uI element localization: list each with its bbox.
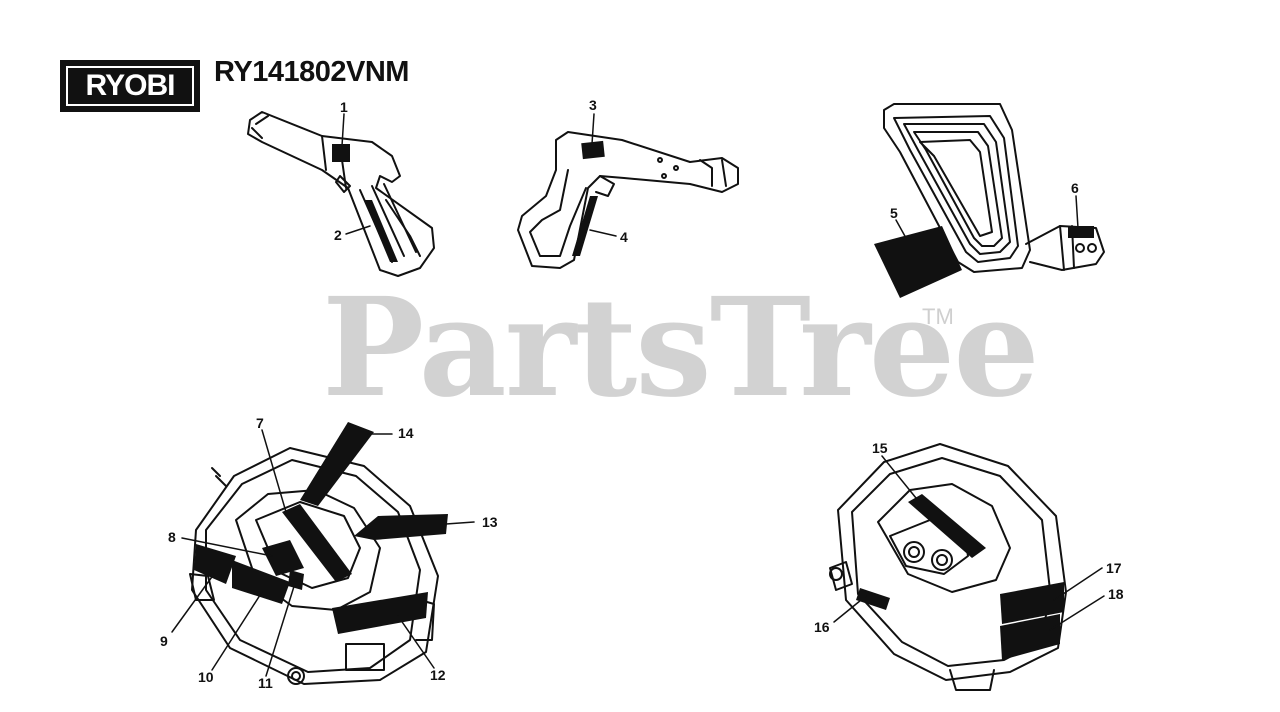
callout-12: 12 xyxy=(430,667,446,683)
label-2 xyxy=(364,200,398,262)
label-13 xyxy=(354,514,448,540)
watermark: PartsTree xyxy=(322,268,1040,428)
callout-7: 7 xyxy=(256,415,264,431)
label-8 xyxy=(262,540,304,576)
callout-1: 1 xyxy=(340,99,348,115)
label-14 xyxy=(300,422,374,506)
label-17 xyxy=(1000,582,1064,624)
watermark-trademark: TM xyxy=(922,304,954,329)
callout-10: 10 xyxy=(198,669,214,685)
label-10 xyxy=(232,560,290,604)
callout-3: 3 xyxy=(589,97,597,113)
callout-16: 16 xyxy=(814,619,830,635)
pressure-washer-front xyxy=(189,447,439,685)
callout-11: 11 xyxy=(258,675,273,691)
callout-8: 8 xyxy=(168,529,176,545)
callout-17: 17 xyxy=(1106,560,1122,576)
label-6 xyxy=(1068,226,1094,238)
label-5 xyxy=(874,226,962,298)
spray-gun-left xyxy=(247,111,435,277)
label-9 xyxy=(194,544,236,584)
label-1 xyxy=(332,144,350,162)
model-number: RY141802VNM xyxy=(214,56,409,88)
label-16 xyxy=(856,588,890,610)
label-18 xyxy=(1000,614,1060,660)
pressure-washer-rear xyxy=(829,443,1067,691)
leader-lines xyxy=(171,113,1105,677)
label-15 xyxy=(908,494,986,558)
label-4 xyxy=(572,196,598,256)
callout-labels: 1 2 3 4 5 6 7 8 9 10 11 12 13 14 15 16 1… xyxy=(160,97,1124,691)
callout-6: 6 xyxy=(1071,180,1079,196)
callout-15: 15 xyxy=(872,440,888,456)
label-12 xyxy=(332,592,428,634)
label-7 xyxy=(282,504,352,582)
callout-9: 9 xyxy=(160,633,168,649)
label-3 xyxy=(581,140,605,160)
callout-18: 18 xyxy=(1108,586,1124,602)
callout-5: 5 xyxy=(890,205,898,221)
callout-14: 14 xyxy=(398,425,414,441)
hose-reel xyxy=(883,103,1105,273)
callout-2: 2 xyxy=(334,227,342,243)
ryobi-logo: RYOBI xyxy=(60,60,200,112)
callout-13: 13 xyxy=(482,514,498,530)
spray-gun-right xyxy=(517,131,739,269)
brand-name: RYOBI xyxy=(85,69,176,102)
callout-4: 4 xyxy=(620,229,628,245)
